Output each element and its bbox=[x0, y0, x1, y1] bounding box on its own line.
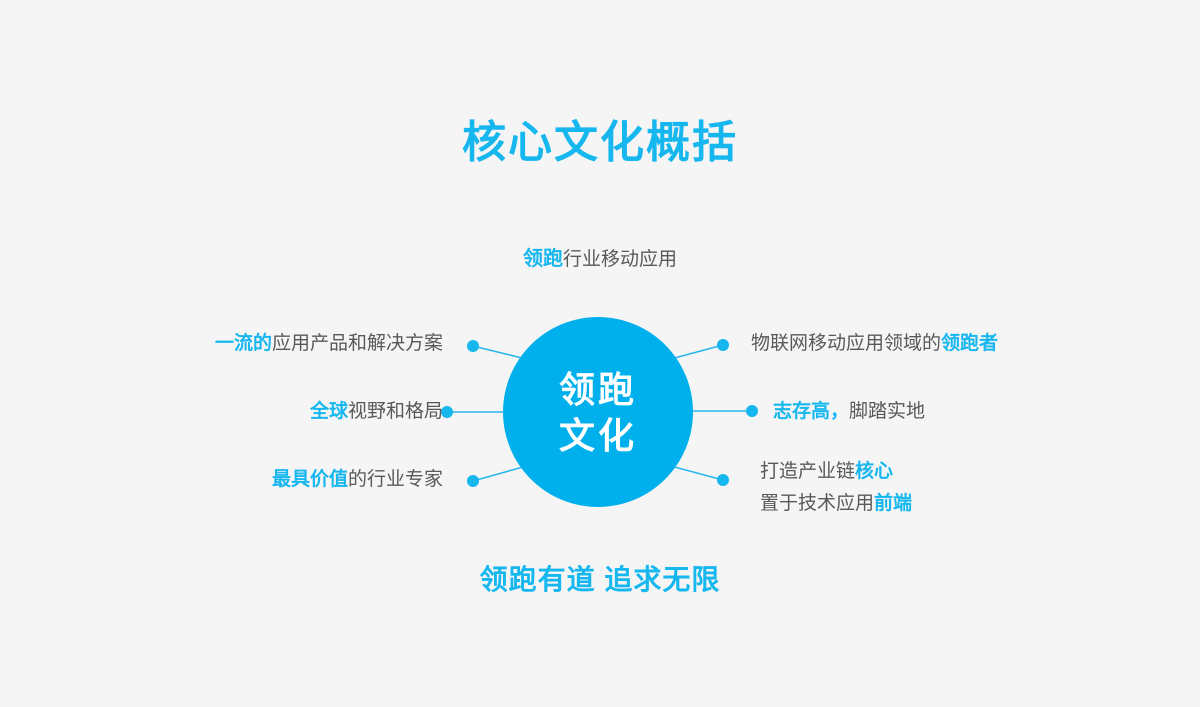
center-label-line1: 领跑 bbox=[558, 368, 637, 410]
center-label-line2: 文化 bbox=[558, 414, 637, 456]
node-dot-left-bottom bbox=[467, 475, 479, 487]
spoke-left-3-highlight: 最具价值 bbox=[271, 469, 348, 490]
node-dot-left-top bbox=[467, 340, 479, 352]
center-circle-label: 领跑 文化 bbox=[503, 317, 693, 508]
spoke-left-3: 最具价值的行业专家 bbox=[272, 464, 443, 495]
node-dot-right-top bbox=[717, 339, 729, 351]
spoke-right-3-line2-highlight: 前端 bbox=[874, 493, 913, 514]
spoke-left-1-plain: 应用产品和解决方案 bbox=[271, 333, 443, 354]
spoke-right-1-plain: 物联网移动应用领域的 bbox=[751, 333, 942, 354]
spoke-left-1: 一流的应用产品和解决方案 bbox=[215, 328, 443, 359]
spoke-right-2-plain: 脚踏实地 bbox=[849, 401, 926, 422]
spoke-top: 领跑行业移动应用 bbox=[0, 244, 1200, 275]
spoke-left-2: 全球视野和格局 bbox=[310, 396, 443, 427]
spoke-right-1: 物联网移动应用领域的领跑者 bbox=[751, 328, 998, 359]
spoke-right-3-line1: 打造产业链核心 bbox=[760, 456, 912, 488]
spoke-left-1-highlight: 一流的 bbox=[214, 333, 272, 354]
node-dot-right-bottom bbox=[717, 474, 729, 486]
spoke-top-highlight: 领跑 bbox=[522, 248, 563, 270]
spoke-left-3-plain: 的行业专家 bbox=[347, 469, 443, 490]
spoke-left-2-plain: 视野和格局 bbox=[347, 401, 443, 422]
spoke-right-2-highlight: 志存高， bbox=[773, 401, 850, 422]
spoke-right-2: 志存高，脚踏实地 bbox=[773, 396, 925, 427]
spoke-right-1-highlight: 领跑者 bbox=[941, 333, 999, 354]
spoke-right-3-line1-plain: 打造产业链 bbox=[760, 461, 856, 482]
footer-slogan: 领跑有道 追求无限 bbox=[479, 564, 721, 595]
spoke-right-3-line2: 置于技术应用前端 bbox=[760, 488, 912, 520]
spoke-top-plain: 行业移动应用 bbox=[562, 249, 677, 270]
spoke-left-2-highlight: 全球 bbox=[309, 401, 348, 422]
spoke-right-3-line1-highlight: 核心 bbox=[855, 461, 894, 482]
node-dot-right-middle bbox=[746, 405, 758, 417]
page-title: 核心文化概括 bbox=[462, 118, 738, 167]
spoke-right-3: 打造产业链核心 置于技术应用前端 bbox=[760, 456, 912, 520]
spoke-right-3-line2-plain: 置于技术应用 bbox=[760, 493, 875, 514]
